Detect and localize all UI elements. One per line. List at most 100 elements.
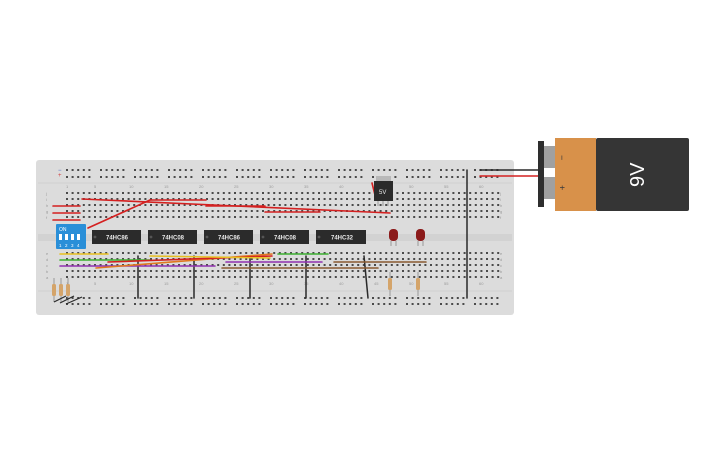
- breadboard-hole[interactable]: [424, 264, 427, 266]
- breadboard-hole[interactable]: [349, 303, 352, 305]
- breadboard-hole[interactable]: [110, 210, 113, 212]
- breadboard-hole[interactable]: [110, 192, 113, 194]
- breadboard-hole[interactable]: [385, 264, 388, 266]
- breadboard-hole[interactable]: [374, 264, 376, 266]
- breadboard-hole[interactable]: [66, 270, 68, 272]
- breadboard-hole[interactable]: [368, 216, 371, 218]
- breadboard-hole[interactable]: [94, 276, 96, 278]
- breadboard-hole[interactable]: [122, 252, 124, 254]
- breadboard-hole[interactable]: [486, 210, 488, 212]
- breadboard-hole[interactable]: [357, 192, 360, 194]
- breadboard-hole[interactable]: [357, 258, 360, 260]
- breadboard-hole[interactable]: [161, 252, 164, 254]
- breadboard-hole[interactable]: [256, 270, 259, 272]
- breadboard-hole[interactable]: [206, 198, 208, 200]
- breadboard-hole[interactable]: [295, 210, 298, 212]
- resistor[interactable]: [388, 278, 392, 290]
- breadboard-hole[interactable]: [413, 252, 416, 254]
- breadboard-hole[interactable]: [301, 252, 304, 254]
- breadboard-hole[interactable]: [315, 297, 318, 299]
- breadboard-hole[interactable]: [290, 264, 292, 266]
- breadboard-hole[interactable]: [166, 210, 169, 212]
- breadboard-hole[interactable]: [189, 216, 192, 218]
- breadboard-hole[interactable]: [110, 276, 113, 278]
- breadboard-hole[interactable]: [252, 297, 255, 299]
- breadboard-hole[interactable]: [155, 216, 158, 218]
- breadboard-hole[interactable]: [122, 198, 124, 200]
- breadboard-hole[interactable]: [161, 258, 164, 260]
- breadboard-hole[interactable]: [82, 264, 85, 266]
- breadboard-hole[interactable]: [486, 258, 488, 260]
- breadboard-hole[interactable]: [278, 270, 281, 272]
- breadboard-hole[interactable]: [284, 198, 287, 200]
- breadboard-hole[interactable]: [100, 169, 102, 171]
- breadboard-hole[interactable]: [351, 270, 354, 272]
- breadboard-hole[interactable]: [133, 252, 136, 254]
- breadboard-hole[interactable]: [340, 264, 343, 266]
- breadboard-hole[interactable]: [239, 198, 242, 200]
- breadboard-hole[interactable]: [133, 210, 136, 212]
- breadboard-hole[interactable]: [491, 258, 494, 260]
- breadboard-hole[interactable]: [245, 192, 248, 194]
- breadboard-hole[interactable]: [413, 204, 416, 206]
- breadboard-hole[interactable]: [368, 276, 371, 278]
- breadboard-hole[interactable]: [340, 192, 343, 194]
- breadboard-hole[interactable]: [318, 258, 320, 260]
- breadboard-hole[interactable]: [445, 169, 448, 171]
- breadboard-hole[interactable]: [217, 252, 220, 254]
- breadboard-hole[interactable]: [390, 276, 393, 278]
- breadboard-hole[interactable]: [138, 276, 141, 278]
- breadboard-hole[interactable]: [490, 303, 493, 305]
- breadboard-hole[interactable]: [234, 204, 236, 206]
- breadboard-hole[interactable]: [304, 169, 306, 171]
- resistor-cluster[interactable]: [52, 278, 83, 305]
- black-wires[interactable]: [137, 169, 539, 299]
- breadboard-hole[interactable]: [236, 303, 238, 305]
- breadboard-hole[interactable]: [116, 192, 119, 194]
- breadboard-hole[interactable]: [379, 204, 382, 206]
- breadboard-hole[interactable]: [413, 270, 416, 272]
- breadboard-hole[interactable]: [71, 210, 74, 212]
- breadboard-hole[interactable]: [379, 276, 382, 278]
- breadboard-hole[interactable]: [110, 270, 113, 272]
- breadboard-hole[interactable]: [312, 252, 315, 254]
- breadboard-hole[interactable]: [306, 276, 309, 278]
- breadboard-hole[interactable]: [105, 176, 108, 178]
- breadboard-hole[interactable]: [368, 252, 371, 254]
- breadboard-hole[interactable]: [267, 264, 270, 266]
- breadboard-hole[interactable]: [144, 276, 147, 278]
- breadboard-hole[interactable]: [228, 192, 231, 194]
- breadboard-hole[interactable]: [258, 303, 261, 305]
- breadboard-hole[interactable]: [309, 297, 312, 299]
- breadboard-hole[interactable]: [458, 198, 460, 200]
- breadboard-hole[interactable]: [88, 204, 91, 206]
- breadboard-hole[interactable]: [406, 169, 408, 171]
- breadboard-hole[interactable]: [144, 258, 147, 260]
- breadboard-hole[interactable]: [99, 258, 102, 260]
- breadboard-hole[interactable]: [362, 264, 365, 266]
- breadboard-hole[interactable]: [360, 176, 363, 178]
- breadboard-hole[interactable]: [224, 303, 227, 305]
- breadboard-hole[interactable]: [211, 276, 214, 278]
- breadboard-hole[interactable]: [245, 264, 248, 266]
- breadboard-hole[interactable]: [228, 270, 231, 272]
- breadboard-hole[interactable]: [161, 210, 164, 212]
- breadboard-hole[interactable]: [105, 169, 108, 171]
- breadboard-hole[interactable]: [189, 192, 192, 194]
- breadboard-hole[interactable]: [334, 252, 337, 254]
- breadboard-hole[interactable]: [228, 210, 231, 212]
- breadboard-hole[interactable]: [284, 258, 287, 260]
- breadboard-hole[interactable]: [71, 303, 74, 305]
- breadboard-hole[interactable]: [362, 216, 365, 218]
- breadboard-hole[interactable]: [445, 176, 448, 178]
- breadboard-hole[interactable]: [390, 258, 393, 260]
- breadboard-hole[interactable]: [497, 264, 500, 266]
- breadboard-hole[interactable]: [396, 210, 399, 212]
- breadboard-hole[interactable]: [318, 264, 320, 266]
- breadboard-hole[interactable]: [480, 210, 483, 212]
- breadboard-hole[interactable]: [390, 252, 393, 254]
- breadboard-hole[interactable]: [474, 252, 477, 254]
- breadboard-hole[interactable]: [441, 192, 444, 194]
- breadboard-hole[interactable]: [396, 258, 399, 260]
- breadboard-hole[interactable]: [479, 176, 482, 178]
